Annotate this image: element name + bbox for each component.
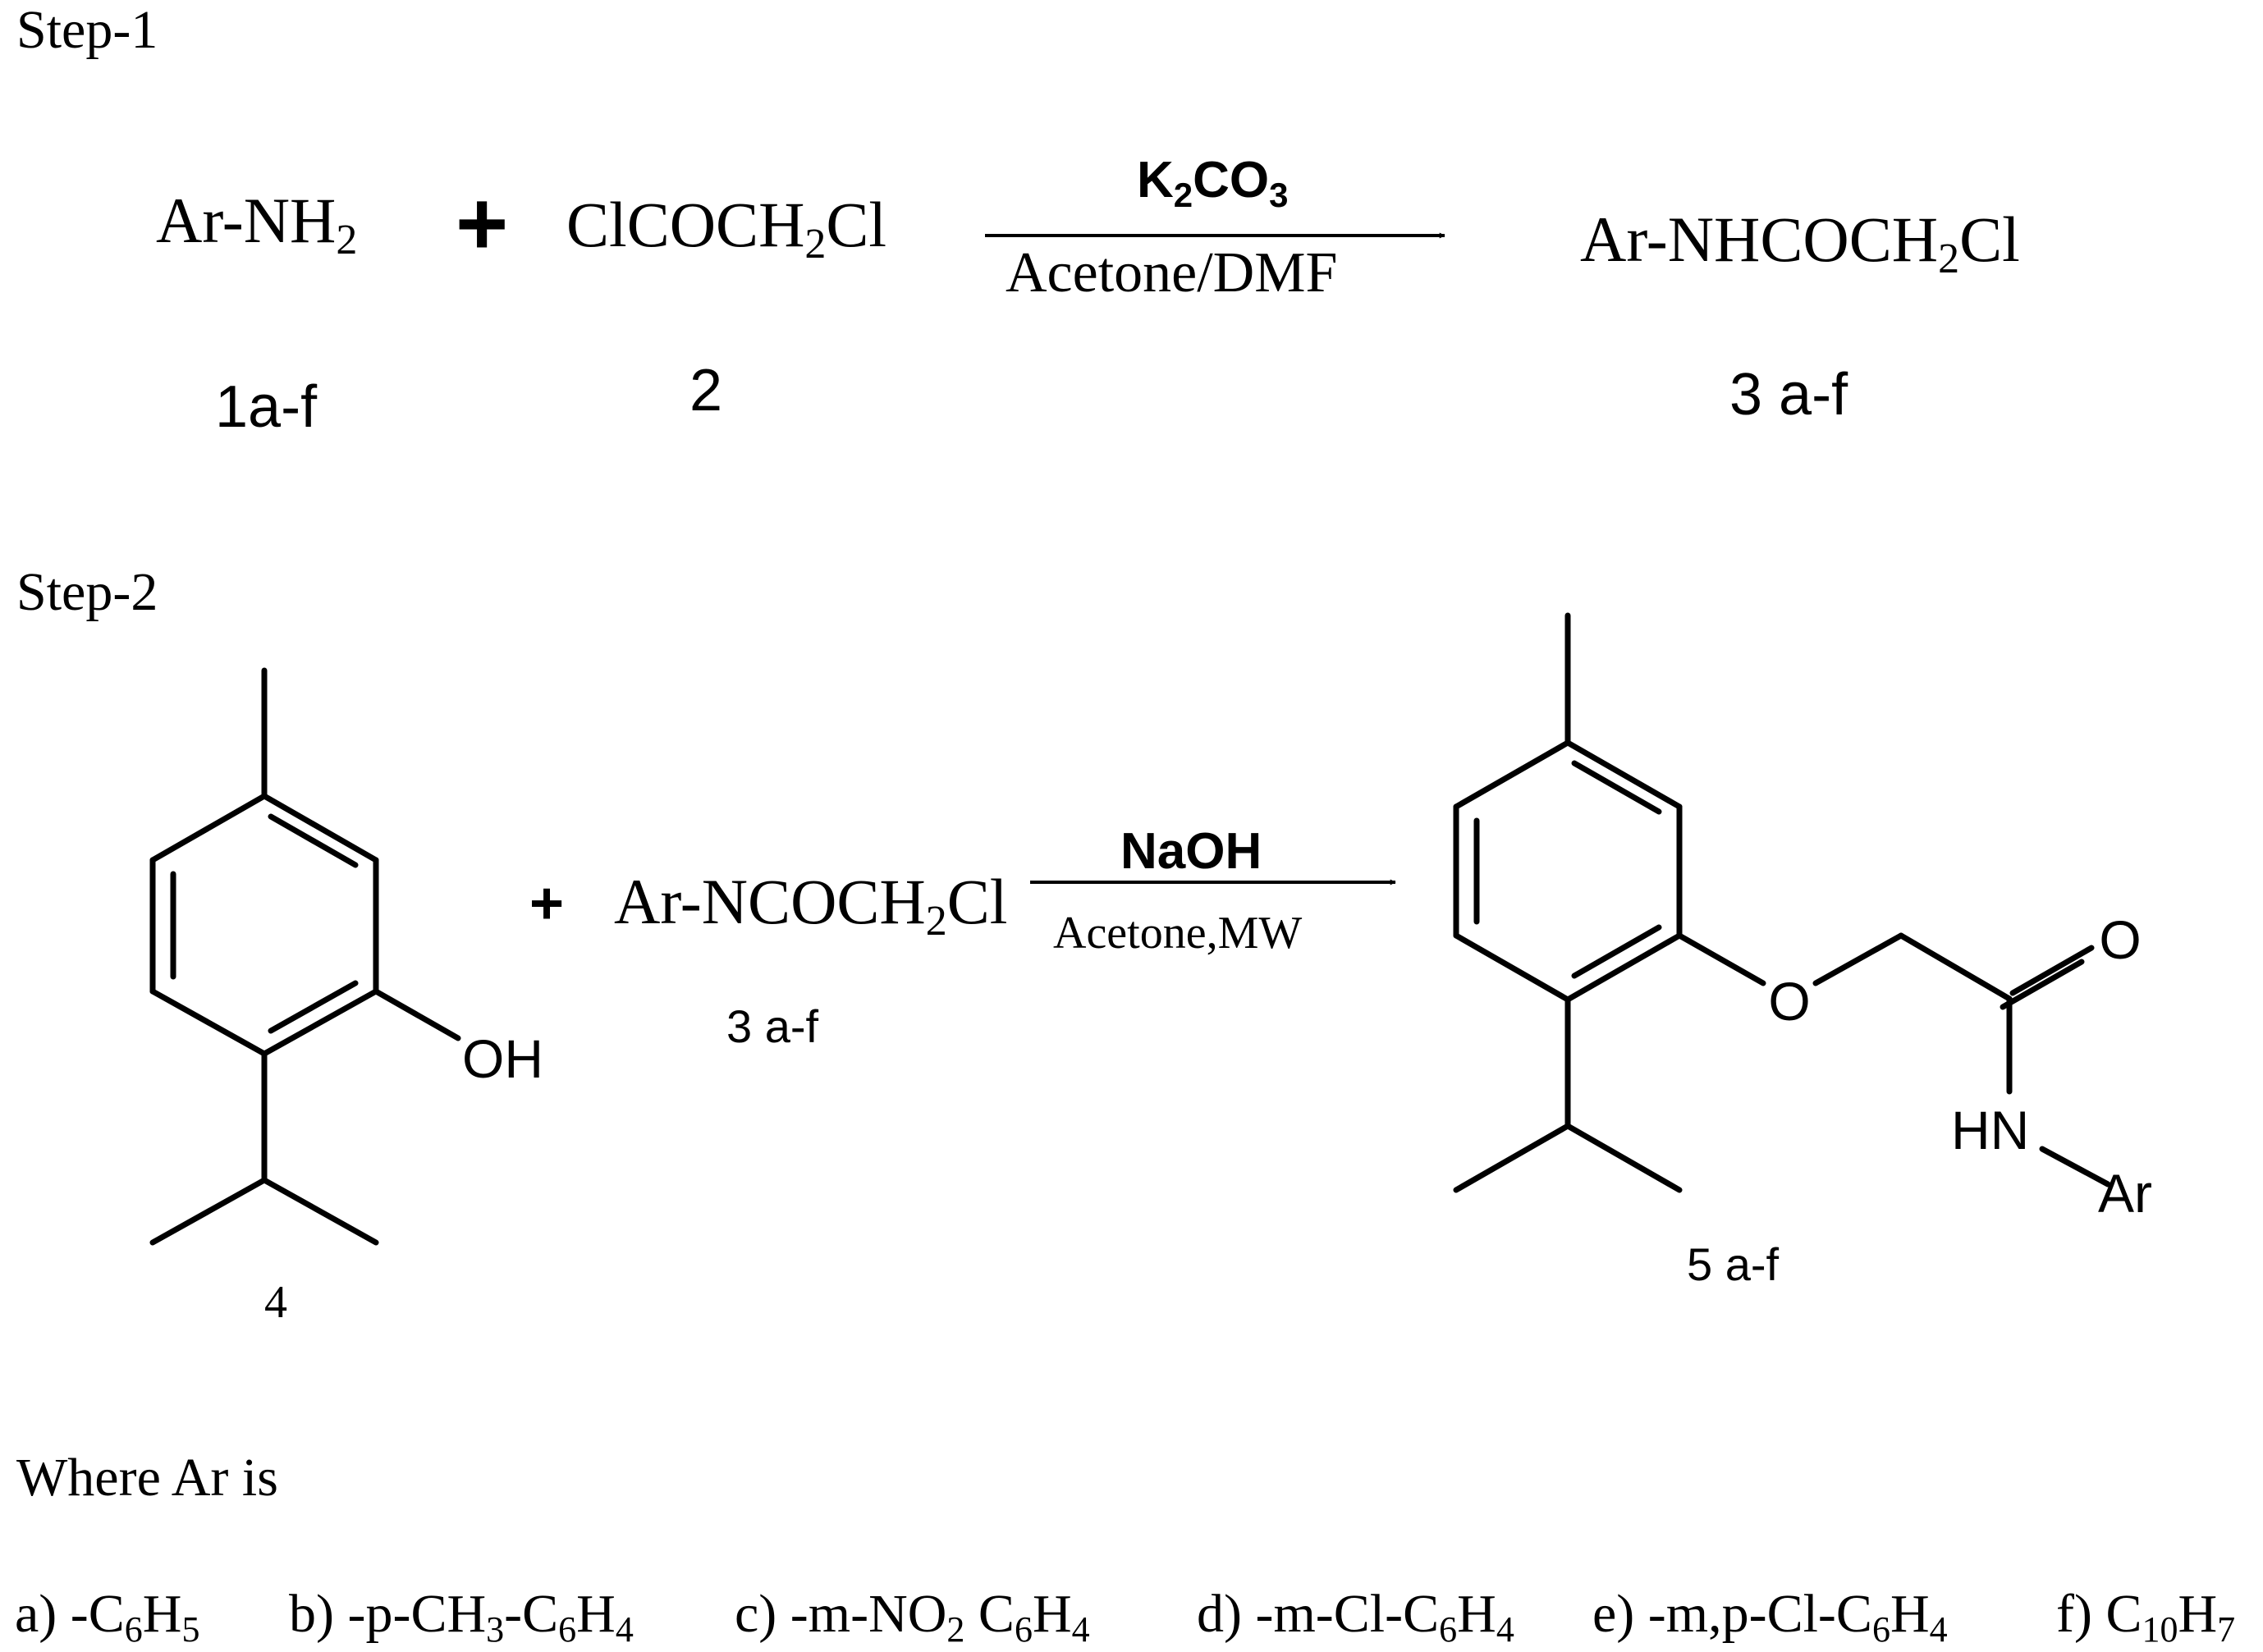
legend-item-c: c) -m-NO2 C6H4 bbox=[735, 1584, 1090, 1650]
step1-reactant1-formula: Ar-NH2 bbox=[156, 185, 357, 263]
step2-label: Step-2 bbox=[16, 562, 158, 622]
step1-plus-sign: + bbox=[456, 173, 508, 274]
step1-solvent: Acetone/DMF bbox=[1006, 241, 1337, 304]
legend-title: Where Ar is bbox=[16, 1448, 278, 1508]
product-ar-label: Ar bbox=[2098, 1163, 2152, 1224]
step2-plus-sign: + bbox=[529, 871, 564, 936]
product-structure bbox=[1453, 612, 2111, 1193]
step2-reactant2-formula: Ar-NCOCH2Cl bbox=[614, 866, 1007, 945]
legend-item-f: f) C10H7 bbox=[2056, 1584, 2235, 1650]
step2-reagent: NaOH bbox=[1120, 823, 1262, 880]
thymol-id: 4 bbox=[264, 1277, 287, 1328]
legend-item-d: d) -m-Cl-C6H4 bbox=[1197, 1584, 1514, 1650]
step1-reagent: K2CO3 bbox=[1137, 152, 1289, 214]
step1-product-formula: Ar-NHCOCH2Cl bbox=[1580, 204, 2020, 282]
product-carbonyl-o-label: O bbox=[2099, 909, 2141, 970]
step1-reactant2-formula: ClCOCH2Cl bbox=[566, 189, 886, 268]
product-nh-label: HN bbox=[1951, 1100, 2029, 1160]
product-id: 5 a-f bbox=[1687, 1238, 1779, 1290]
step2-reactant2-id: 3 a-f bbox=[726, 1000, 818, 1052]
thymol-oh-label: OH bbox=[462, 1028, 543, 1089]
legend-items: a) -C6H5 b) -p-CH3-C6H4 c) -m-NO2 C6H4 d) -… bbox=[15, 1584, 2235, 1650]
step1-reactant1-id: 1a-f bbox=[215, 374, 318, 440]
thymol-structure bbox=[149, 667, 461, 1246]
step2-conditions: Acetone,MW bbox=[1053, 908, 1302, 959]
legend-item-a: a) -C6H5 bbox=[15, 1584, 199, 1650]
step1-product-id: 3 a-f bbox=[1729, 362, 1848, 428]
legend-item-e: e) -m,p-Cl-C6H4 bbox=[1592, 1584, 1948, 1650]
step1-label: Step-1 bbox=[16, 0, 158, 60]
product-ether-o-label: O bbox=[1768, 971, 1810, 1032]
legend-item-b: b) -p-CH3-C6H4 bbox=[289, 1584, 634, 1650]
step1-reactant2-id: 2 bbox=[689, 358, 722, 423]
